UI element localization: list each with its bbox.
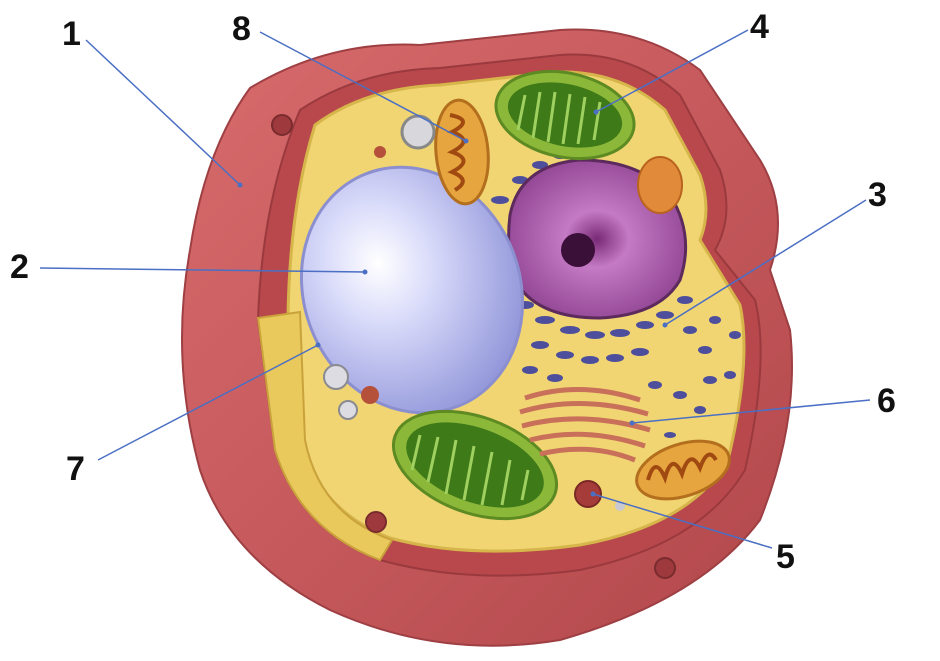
mitochondrion: [434, 98, 490, 206]
leader-line-4: [595, 29, 749, 113]
wall-pit: [365, 511, 387, 533]
label-1: 1: [62, 15, 81, 53]
chloroplast: [494, 69, 636, 161]
mitochondrion: [635, 439, 731, 501]
label-4: 4: [750, 8, 769, 46]
vesicle: [361, 386, 379, 404]
peroxisome: [574, 480, 602, 508]
leader-line-3: [664, 199, 867, 326]
nucleolus: [561, 233, 595, 267]
leader-endpoints: [237, 109, 668, 497]
leader-line-6: [631, 399, 871, 424]
leader-lines: [39, 29, 871, 549]
label-8: 8: [232, 10, 251, 48]
vesicle: [637, 156, 683, 214]
leader-line-2: [39, 267, 366, 273]
wall-pit: [271, 114, 293, 136]
label-5: 5: [776, 538, 795, 576]
vesicle: [374, 146, 386, 158]
chloroplast: [391, 409, 559, 521]
label-7: 7: [66, 450, 85, 488]
label-2: 2: [10, 248, 29, 286]
label-6: 6: [877, 382, 896, 420]
leader-line-7: [97, 344, 319, 461]
leader-line-1: [85, 39, 241, 186]
wall-pit: [654, 557, 676, 579]
vesicle: [323, 364, 349, 390]
label-3: 3: [868, 176, 887, 214]
vacuole: [299, 165, 525, 415]
leader-line-5: [592, 493, 773, 549]
vesicle: [338, 400, 358, 420]
golgi-apparatus: [519, 386, 651, 463]
leader-line-8: [259, 31, 467, 142]
plasma-membrane-edge: [256, 310, 394, 562]
